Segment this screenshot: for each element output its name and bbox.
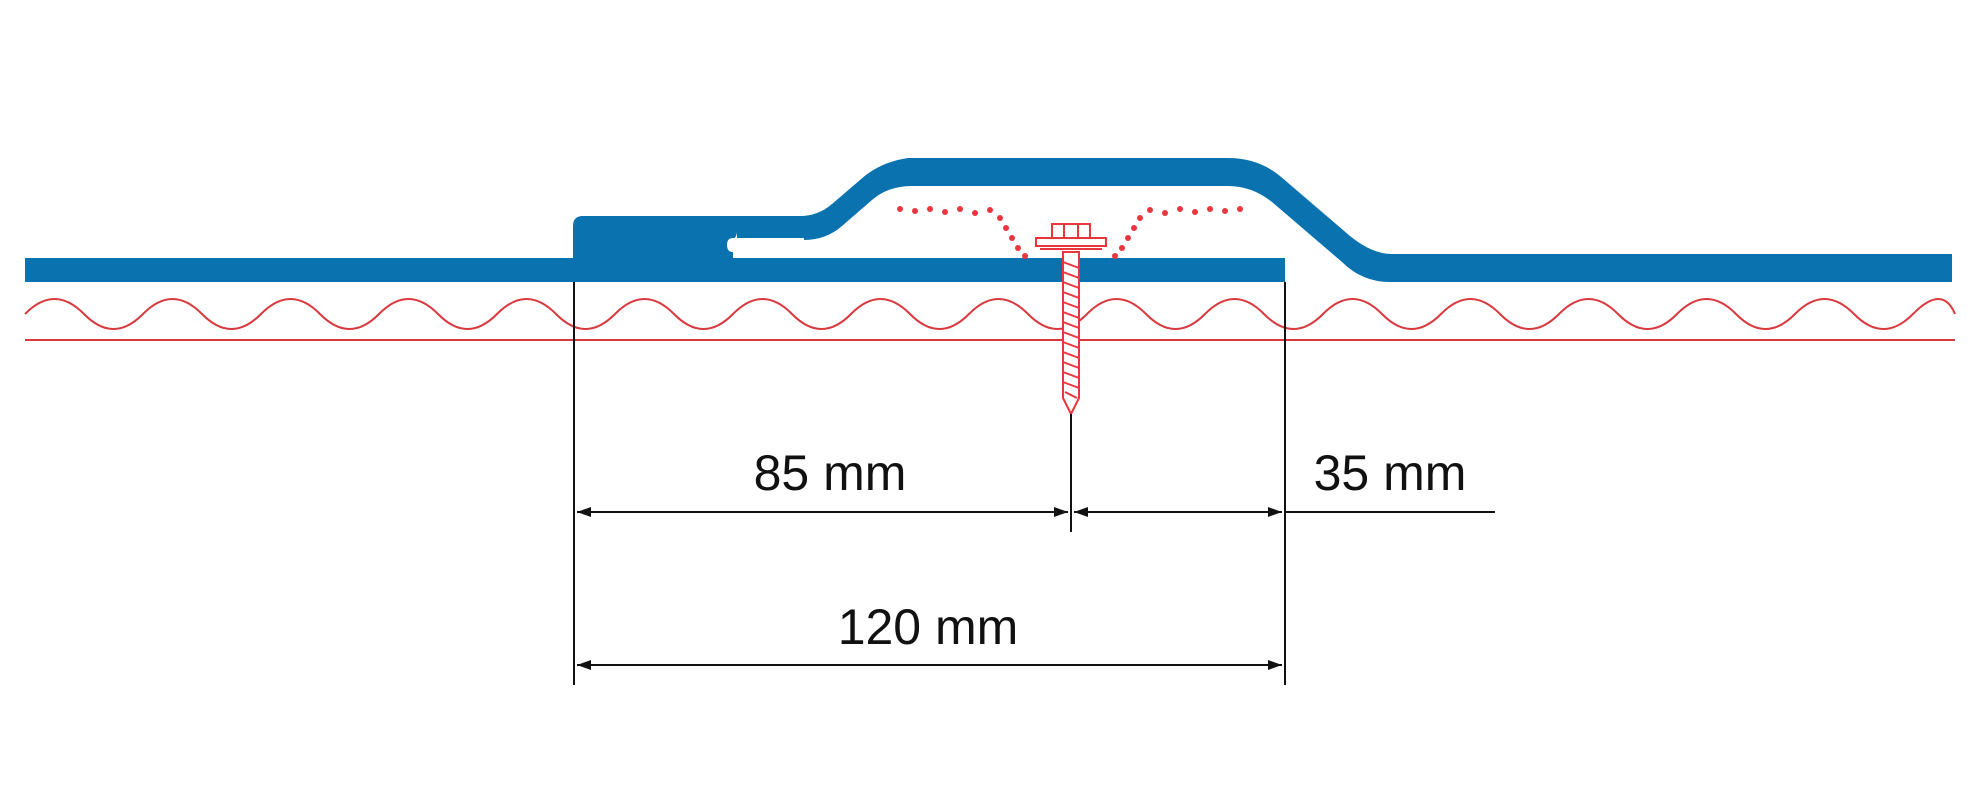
lower-panel xyxy=(25,158,1952,282)
corrugated-substrate xyxy=(24,298,1956,341)
lower-panel-left-strip xyxy=(25,258,577,282)
dimension-label-85mm: 85 mm xyxy=(754,445,907,501)
panel-groove xyxy=(727,238,804,252)
self-tapping-screw-icon xyxy=(1035,223,1107,417)
dimension-label-120mm: 120 mm xyxy=(838,599,1019,655)
dimension-lines xyxy=(573,282,1495,685)
lower-panel-profile xyxy=(573,158,1952,282)
dimension-label-35mm: 35 mm xyxy=(1314,445,1467,501)
upper-panel-lip xyxy=(573,258,1285,282)
sealant-dots xyxy=(897,206,1243,259)
corrugation-wave xyxy=(24,298,1956,330)
